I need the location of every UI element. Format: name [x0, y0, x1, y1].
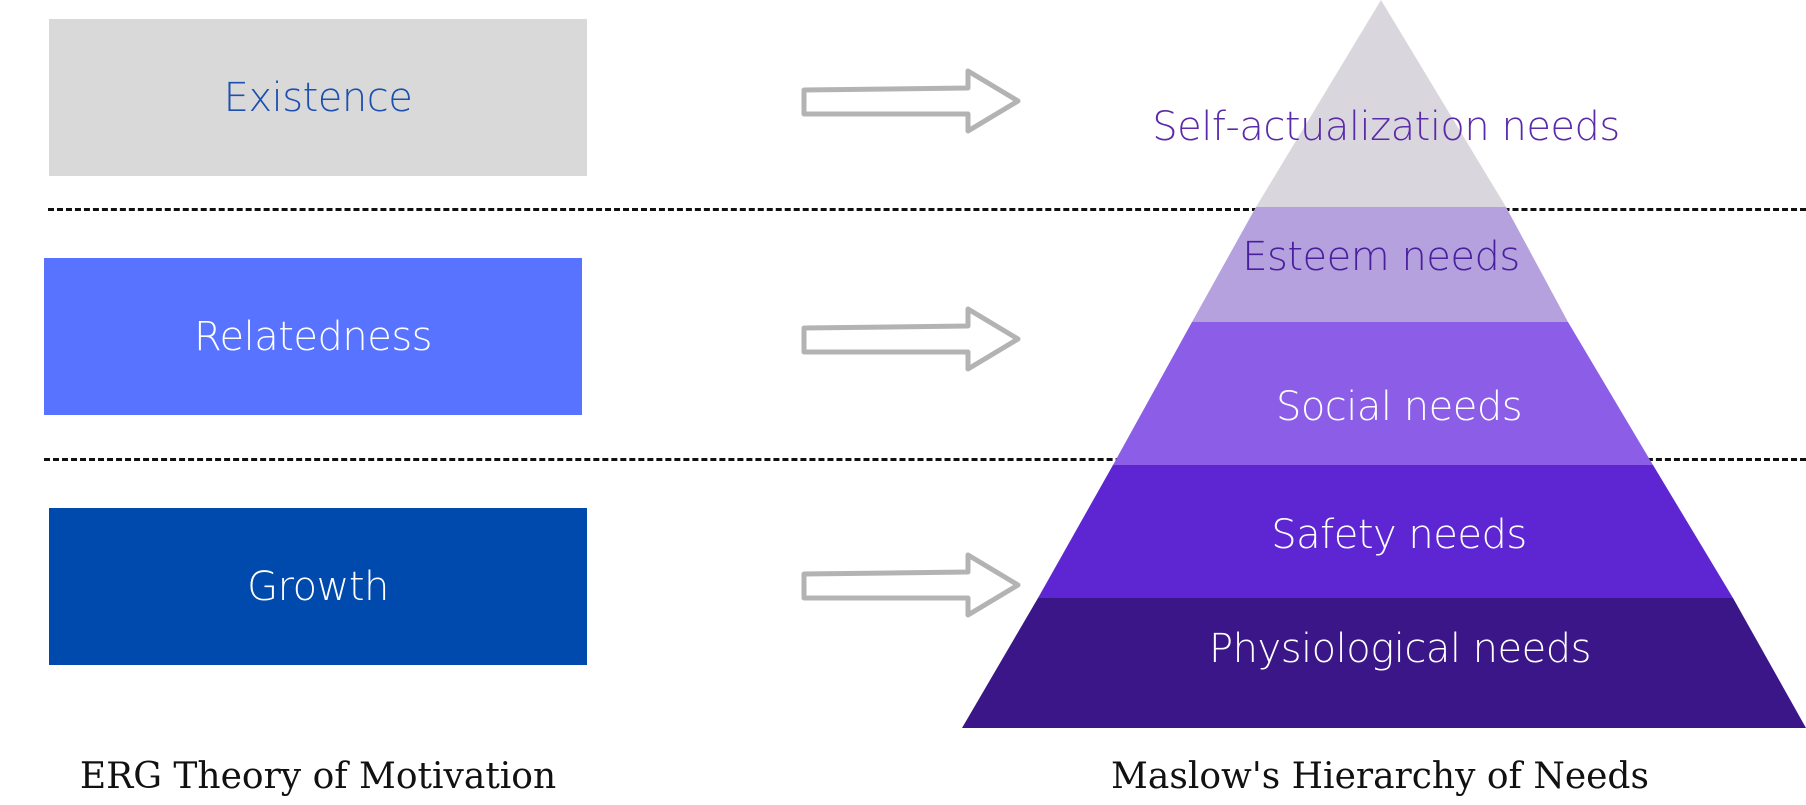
- maslow-caption: Maslow's Hierarchy of Needs: [1111, 756, 1649, 797]
- right-arrow-icon: [801, 552, 1021, 618]
- dashed-divider: [44, 458, 1806, 461]
- erg-box-existence: Existence: [49, 19, 587, 176]
- erg-box-label: Growth: [247, 563, 389, 610]
- dashed-divider: [48, 208, 1806, 211]
- erg-box-relatedness: Relatedness: [44, 258, 582, 415]
- pyramid-label-esteem: Esteem needs: [1242, 234, 1520, 280]
- pyramid-label-safety: Safety needs: [1271, 512, 1527, 558]
- erg-caption: ERG Theory of Motivation: [79, 756, 557, 797]
- erg-box-growth: Growth: [49, 508, 587, 665]
- right-arrow-icon: [801, 68, 1021, 134]
- erg-box-label: Existence: [223, 74, 413, 121]
- pyramid-label-self-actualization: Self-actualization needs: [1152, 104, 1620, 150]
- right-arrow-icon: [801, 306, 1021, 372]
- pyramid-label-physiological: Physiological needs: [1209, 626, 1591, 672]
- erg-box-label: Relatedness: [193, 313, 433, 360]
- pyramid-label-social: Social needs: [1275, 384, 1523, 430]
